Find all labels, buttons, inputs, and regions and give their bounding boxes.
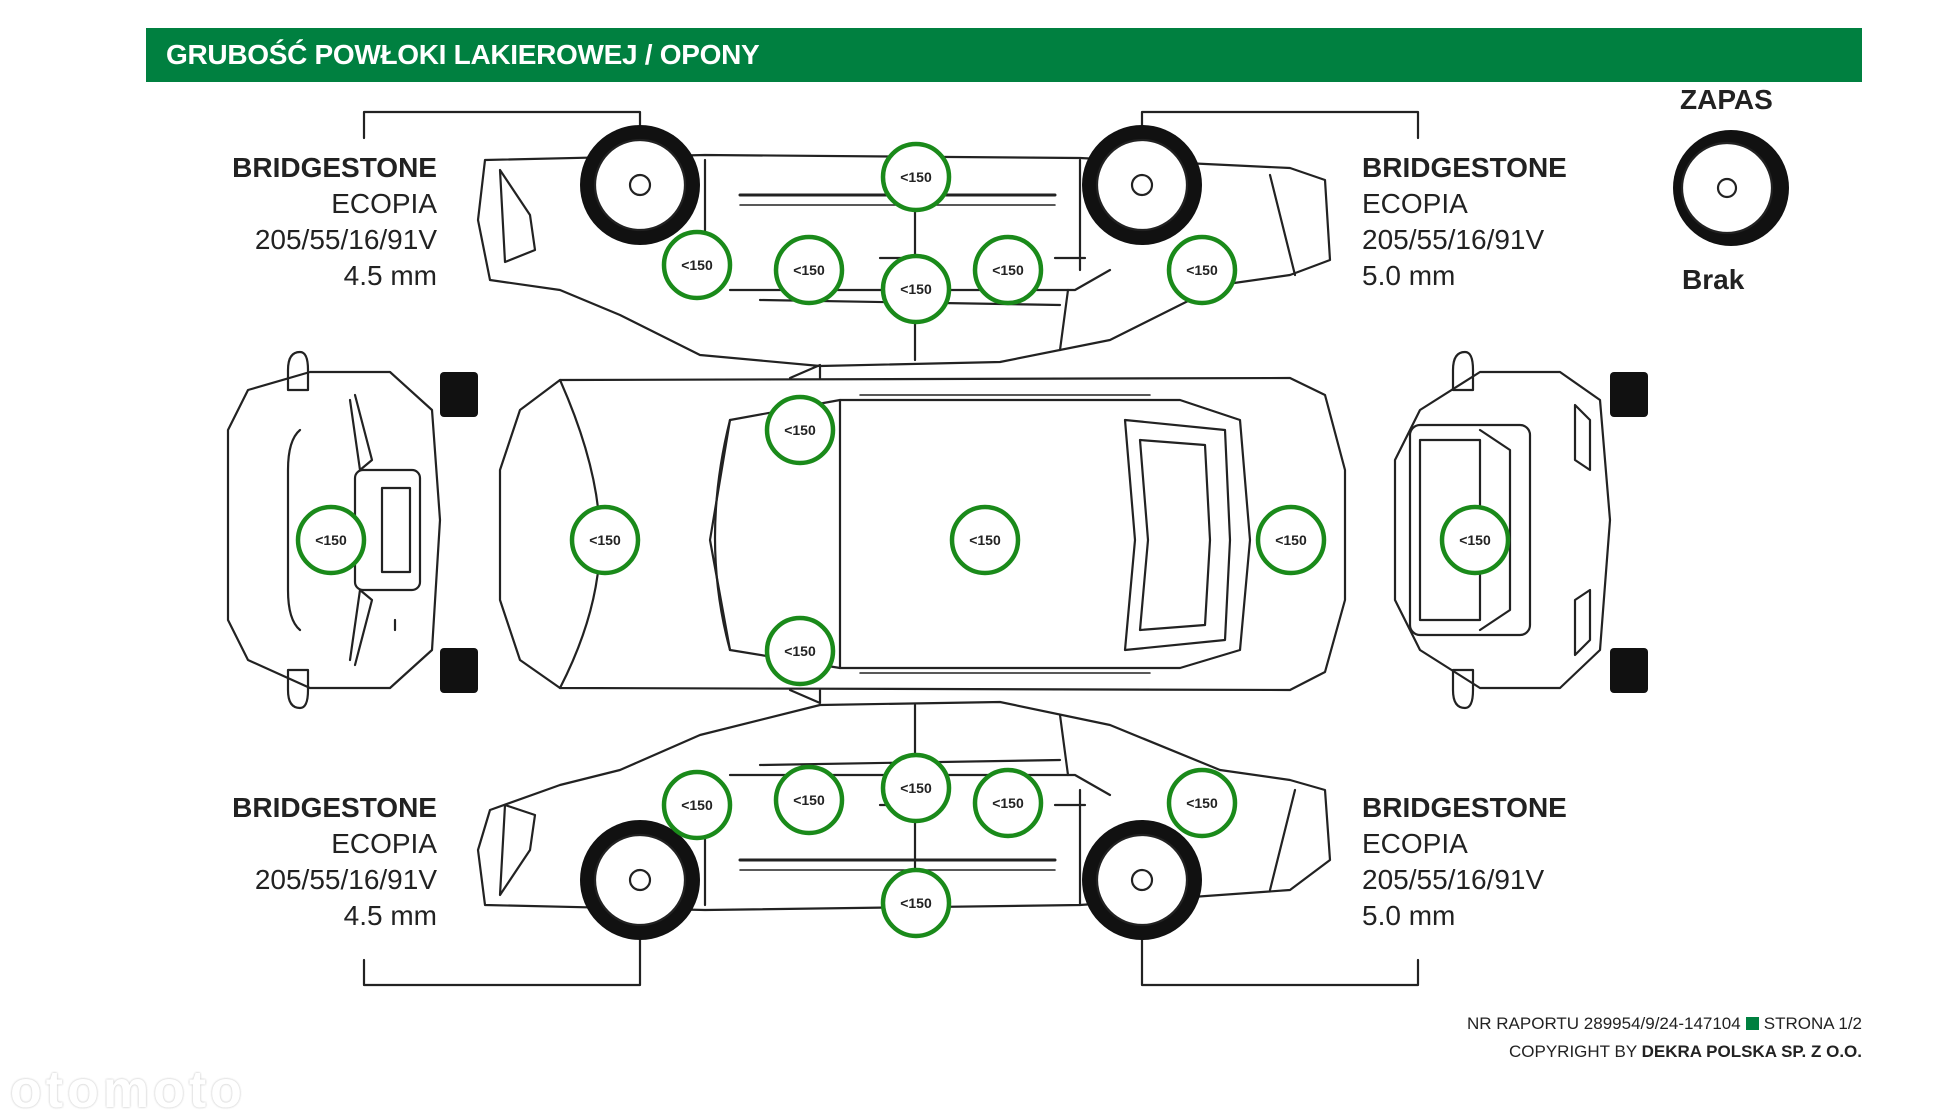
svg-text:<150: <150 [793,792,825,808]
measurement-point: <150 [569,504,641,576]
tire-brand: BRIDGESTONE [232,152,437,183]
wheel-top-right [1082,125,1202,245]
svg-text:<150: <150 [589,532,621,548]
svg-text:<150: <150 [900,895,932,911]
paint-measurement-points: <150 <150 <150 <150 <150 <150 <150 <150 … [295,141,1511,939]
measurement-point: <150 [773,764,845,836]
measurement-point: <150 [773,234,845,306]
measurement-point: <150 [880,752,952,824]
tire-brand: BRIDGESTONE [1362,152,1567,183]
tire-info-front-right: BRIDGESTONE ECOPIA 205/55/16/91V 4.5 mm [137,790,437,934]
tire-model: ECOPIA [331,188,437,219]
svg-text:<150: <150 [900,169,932,185]
separator-square-icon [1745,1017,1759,1030]
measurement-point: <150 [1255,504,1327,576]
copyright-line: COPYRIGHT BY DEKRA POLSKA SP. Z O.O. [1509,1042,1862,1062]
tire-model: ECOPIA [1362,828,1468,859]
tire-size: 205/55/16/91V [254,864,437,895]
measurement-point: <150 [972,234,1044,306]
tire-info-rear-left: BRIDGESTONE ECOPIA 205/55/16/91V 5.0 mm [1362,150,1662,294]
measurement-point: <150 [295,504,367,576]
svg-text:<150: <150 [793,262,825,278]
svg-text:<150: <150 [681,257,713,273]
measurement-point: <150 [972,767,1044,839]
report-number-line: NR RAPORTU 289954/9/24-147104 STRONA 1/2 [1467,1014,1862,1034]
tire-model: ECOPIA [1362,188,1468,219]
svg-text:<150: <150 [1186,262,1218,278]
tire-brand: BRIDGESTONE [1362,792,1567,823]
tire-brand: BRIDGESTONE [232,792,437,823]
spare-status: Brak [1682,264,1745,295]
car-front-view [226,350,478,710]
tire-size: 205/55/16/91V [1362,864,1545,895]
report-section-header: GRUBOŚĆ POWŁOKI LAKIEROWEJ / OPONY [146,28,1862,82]
bracket-bottom-left [362,933,642,987]
tire-tread-depth: 5.0 mm [1362,900,1456,931]
bracket-top-left [362,110,642,140]
measurement-point: <150 [764,394,836,466]
svg-text:<150: <150 [681,797,713,813]
svg-text:<150: <150 [900,281,932,297]
svg-text:<150: <150 [969,532,1001,548]
svg-text:<150: <150 [784,422,816,438]
copyright-prefix: COPYRIGHT BY [1509,1042,1637,1061]
measurement-point: <150 [1166,234,1238,306]
tire-tread-depth: 5.0 mm [1362,260,1456,291]
wheel-bottom-right [1082,820,1202,940]
bracket-top-right [1140,110,1420,140]
spare-title: ZAPAS [1680,84,1773,115]
svg-text:<150: <150 [1275,532,1307,548]
section-title: GRUBOŚĆ POWŁOKI LAKIEROWEJ / OPONY [166,39,760,70]
measurement-point: <150 [949,504,1021,576]
wheel-top-left [580,125,700,245]
svg-text:<150: <150 [992,262,1024,278]
tire-info-front-left: BRIDGESTONE ECOPIA 205/55/16/91V 4.5 mm [137,150,437,294]
copyright-company: DEKRA POLSKA SP. Z O.O. [1641,1042,1862,1061]
tire-size: 205/55/16/91V [254,224,437,255]
tire-tread-depth: 4.5 mm [343,900,437,931]
bracket-bottom-right [1140,933,1420,987]
spare-wheel-icon [1673,130,1789,246]
car-rear-view [1393,350,1648,710]
measurement-point: <150 [764,615,836,687]
svg-text:<150: <150 [1459,532,1491,548]
report-number: NR RAPORTU 289954/9/24-147104 [1466,1014,1741,1033]
svg-text:<150: <150 [315,532,347,548]
svg-text:<150: <150 [1186,795,1218,811]
measurement-point: <150 [880,867,952,939]
measurement-point: <150 [880,141,952,213]
measurement-point: <150 [1439,504,1511,576]
measurement-point: <150 [880,253,952,325]
watermark-logo: otomoto [10,1061,246,1119]
tire-tread-depth: 4.5 mm [343,260,437,291]
measurement-point: <150 [1166,767,1238,839]
page-number: STRONA 1/2 [1763,1014,1862,1033]
svg-text:<150: <150 [900,780,932,796]
measurement-point: <150 [661,769,733,841]
measurement-point: <150 [661,229,733,301]
wheel-bottom-left [580,820,700,940]
svg-text:<150: <150 [784,643,816,659]
svg-text:<150: <150 [992,795,1024,811]
tire-size: 205/55/16/91V [1362,224,1545,255]
tire-info-rear-right: BRIDGESTONE ECOPIA 205/55/16/91V 5.0 mm [1362,790,1662,934]
tire-model: ECOPIA [331,828,437,859]
